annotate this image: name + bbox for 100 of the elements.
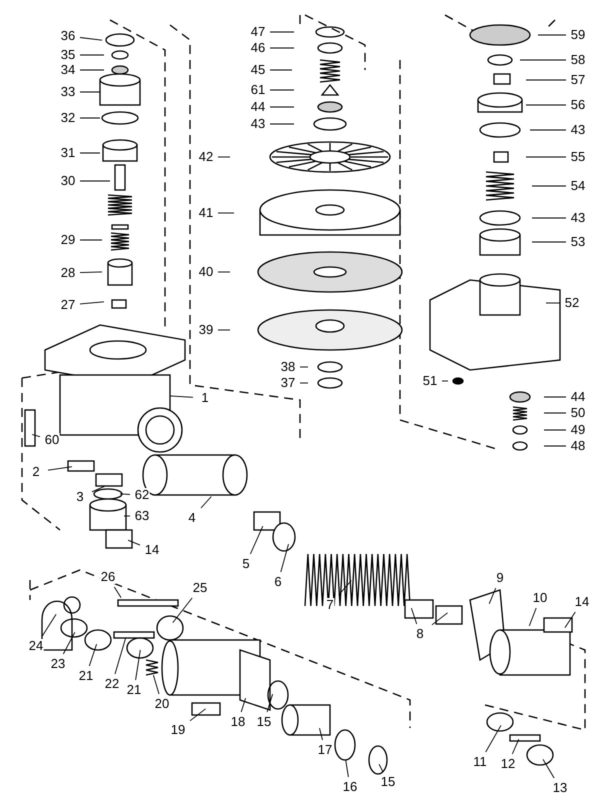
- leader-line: [378, 764, 384, 772]
- callout-number: 38: [280, 360, 296, 374]
- leader-line: [432, 612, 448, 626]
- callout-number: 3: [75, 490, 85, 504]
- leader-line: [240, 698, 246, 712]
- callout-number: 44: [570, 390, 586, 404]
- callout-number: 29: [60, 233, 76, 247]
- callout-number: 17: [316, 743, 334, 757]
- callout-number: 60: [44, 433, 60, 447]
- leader-line: [280, 544, 289, 572]
- callout-number: 33: [60, 85, 76, 99]
- callout-number: 39: [198, 323, 214, 337]
- callout-number: 56: [570, 98, 586, 112]
- callout-number: 53: [570, 235, 586, 249]
- leader-line: [200, 496, 212, 508]
- callout-number: 43: [250, 117, 266, 131]
- leader-line: [546, 302, 560, 304]
- leader-line: [526, 156, 566, 158]
- callout-number: 15: [256, 715, 272, 729]
- leader-line: [135, 650, 141, 680]
- leader-line: [266, 694, 274, 712]
- leader-line: [114, 638, 126, 674]
- leader-line: [88, 644, 98, 666]
- callout-number: 30: [60, 174, 76, 188]
- leader-line: [410, 608, 418, 624]
- callout-number: 23: [50, 657, 66, 671]
- leader-line: [526, 104, 566, 106]
- callout-number: 18: [230, 715, 246, 729]
- callout-number: 10: [532, 591, 548, 605]
- leader-line: [270, 106, 294, 108]
- leader-line: [564, 612, 576, 628]
- callout-number: 22: [104, 677, 120, 691]
- leader-line: [488, 588, 496, 604]
- callout-number: 1: [200, 391, 210, 405]
- leader-line: [300, 382, 308, 384]
- callout-number: 59: [570, 28, 586, 42]
- callout-number: 44: [250, 100, 266, 114]
- callout-number: 54: [570, 179, 586, 193]
- leader-line: [544, 396, 566, 398]
- callout-number: 12: [500, 757, 516, 771]
- callout-number: 45: [250, 63, 266, 77]
- callout-number: 16: [342, 780, 358, 794]
- callout-number: 58: [570, 53, 586, 67]
- leader-line: [345, 760, 349, 778]
- leader-line: [538, 34, 566, 36]
- callout-number: 24: [28, 639, 44, 653]
- leader-line: [190, 708, 206, 722]
- leader-line: [80, 152, 100, 154]
- callout-number: 50: [570, 406, 586, 420]
- callout-number: 27: [60, 298, 76, 312]
- callout-number: 2: [31, 465, 41, 479]
- callout-number: 34: [60, 63, 76, 77]
- callout-number: 31: [60, 146, 76, 160]
- leader-line: [80, 180, 110, 182]
- callout-number: 35: [60, 48, 76, 62]
- callout-number: 43: [570, 211, 586, 225]
- leader-line: [542, 758, 555, 778]
- callout-number: 6: [273, 575, 283, 589]
- callout-number: 43: [570, 123, 586, 137]
- leader-line: [80, 37, 102, 41]
- callout-number: 19: [170, 723, 186, 737]
- leader-line: [48, 466, 72, 471]
- callout-number: 26: [100, 570, 116, 584]
- callout-number: 57: [570, 73, 586, 87]
- callout-number: 15: [380, 775, 396, 789]
- callout-number: 28: [60, 266, 76, 280]
- callout-number: 63: [134, 509, 150, 523]
- leader-line: [80, 271, 102, 274]
- callout-number: 11: [472, 755, 488, 769]
- leader-line: [62, 632, 76, 654]
- leader-line: [170, 395, 194, 398]
- callout-number: 62: [134, 488, 150, 502]
- callout-number: 9: [495, 571, 505, 585]
- leader-line: [512, 738, 520, 754]
- leader-line: [250, 526, 264, 554]
- leader-line: [32, 434, 40, 438]
- callout-number: 21: [78, 669, 94, 683]
- leader-line: [338, 580, 352, 596]
- leader-line: [42, 614, 57, 636]
- leader-line: [319, 728, 323, 740]
- callout-number: 25: [192, 581, 208, 595]
- callout-number: 49: [570, 423, 586, 437]
- callout-number: 4: [187, 511, 197, 525]
- leader-line: [528, 608, 537, 626]
- leader-line: [92, 486, 106, 492]
- leader-line: [485, 724, 502, 752]
- callout-number: 20: [154, 697, 170, 711]
- callout-number: 61: [250, 83, 266, 97]
- callout-number: 8: [415, 627, 425, 641]
- callout-number: 52: [564, 296, 580, 310]
- callout-number: 47: [250, 25, 266, 39]
- leader-line: [442, 380, 448, 382]
- callout-number: 36: [60, 29, 76, 43]
- callout-number: 21: [126, 683, 142, 697]
- leader-line: [152, 674, 160, 694]
- leader-line: [544, 412, 566, 414]
- callout-number: 37: [280, 376, 296, 390]
- callout-number: 32: [60, 111, 76, 125]
- leader-line: [218, 212, 234, 214]
- leader-line: [128, 540, 140, 546]
